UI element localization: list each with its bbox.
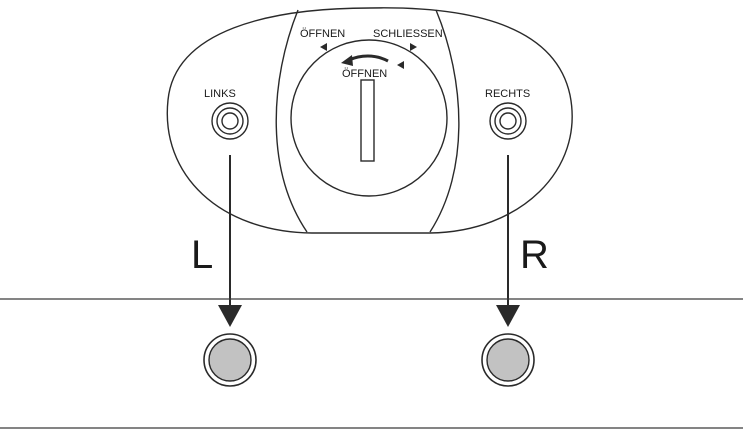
- right-arrow-head-icon: [496, 305, 520, 327]
- panel-inner-right-band: [429, 9, 460, 233]
- label-close: SCHLIESSEN: [373, 28, 443, 40]
- rotation-arrow: [348, 54, 389, 63]
- open-inner-triangle-icon: [397, 61, 404, 69]
- label-open-inner: ÖFFNEN: [342, 68, 387, 80]
- close-direction-triangle-icon: [410, 43, 417, 51]
- lock-dial[interactable]: [290, 39, 448, 197]
- marker-left: L: [191, 233, 213, 277]
- right-plug[interactable]: [481, 333, 535, 387]
- label-rechts: RECHTS: [485, 88, 530, 100]
- label-links: LINKS: [204, 88, 236, 100]
- panel-outline: [166, 7, 573, 234]
- key-slot[interactable]: [360, 79, 375, 162]
- left-arrow-head-icon: [218, 305, 242, 327]
- left-plug[interactable]: [203, 333, 257, 387]
- panel-inner-left-band: [275, 9, 308, 233]
- label-open-top: ÖFFNEN: [300, 28, 345, 40]
- left-socket[interactable]: [211, 102, 249, 140]
- right-socket[interactable]: [489, 102, 527, 140]
- marker-right: R: [520, 233, 549, 277]
- rotation-arrow-head-icon: [341, 55, 353, 66]
- open-direction-triangle-icon: [320, 43, 327, 51]
